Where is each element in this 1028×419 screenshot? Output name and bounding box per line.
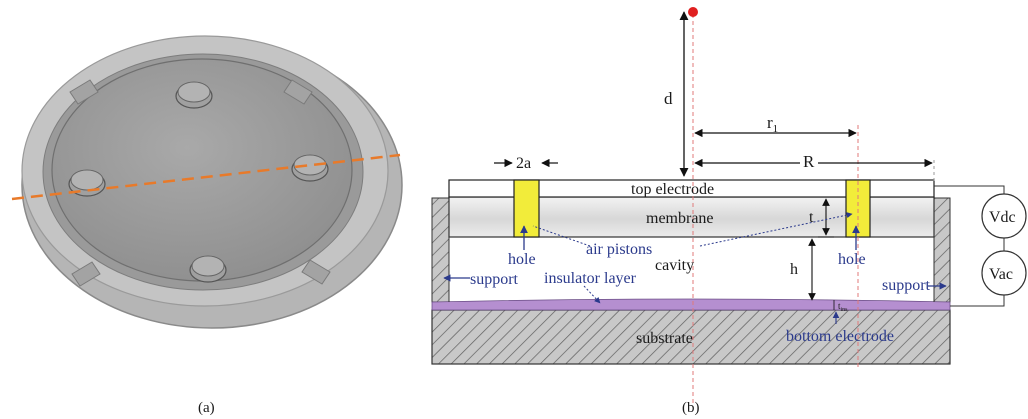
support-left-label: support <box>470 271 519 288</box>
support-right-label: support <box>882 277 931 294</box>
panel-b-caption: (b) <box>682 400 700 416</box>
membrane-label: membrane <box>646 210 714 227</box>
substrate-layer <box>431 309 951 365</box>
device-3d-view <box>11 35 403 329</box>
cavity-label: cavity <box>655 257 694 274</box>
cross-section-schematic: d r1 R 2a t h tins top electrode membran… <box>431 7 1027 408</box>
dim-R-label: R <box>803 152 815 171</box>
air-pistons-label: air pistons <box>586 241 652 258</box>
dim-tins-label: tins <box>838 301 848 313</box>
hole-cylinder <box>175 81 213 109</box>
point-source-dot <box>688 7 698 17</box>
dim-r1-label: r1 <box>767 113 778 135</box>
dim-R-label-bg <box>800 150 818 170</box>
hole-right-label: hole <box>838 251 866 268</box>
hole-left <box>513 179 540 238</box>
dim-d-label: d <box>664 89 673 108</box>
dim-h-label: h <box>790 261 798 278</box>
bottom-electrode-label: bottom electrode <box>786 328 894 345</box>
support-left <box>431 197 450 303</box>
hole-left-label: hole <box>508 251 536 268</box>
bias-circuit <box>934 185 1005 307</box>
hole-cylinder <box>189 255 227 283</box>
top-electrode-layer <box>448 179 935 198</box>
top-electrode-label: top electrode <box>631 181 714 198</box>
insulator-layer <box>431 298 951 311</box>
dim-2a-label: 2a <box>516 155 531 172</box>
hole-cylinder <box>291 154 329 182</box>
cross-section-cut-line <box>11 153 401 201</box>
insulator-layer-label: insulator layer <box>544 270 637 287</box>
substrate-label: substrate <box>636 330 693 347</box>
ac-source-label: Vac <box>989 266 1013 283</box>
ac-source-circle <box>981 250 1027 296</box>
dc-source-circle <box>981 193 1027 239</box>
air-pistons-pointer-right <box>699 212 853 247</box>
panel-a-caption: (a) <box>198 400 215 416</box>
support-notch <box>69 79 331 287</box>
dc-source-label: Vdc <box>989 209 1016 226</box>
dim-t-label: t <box>809 209 814 226</box>
